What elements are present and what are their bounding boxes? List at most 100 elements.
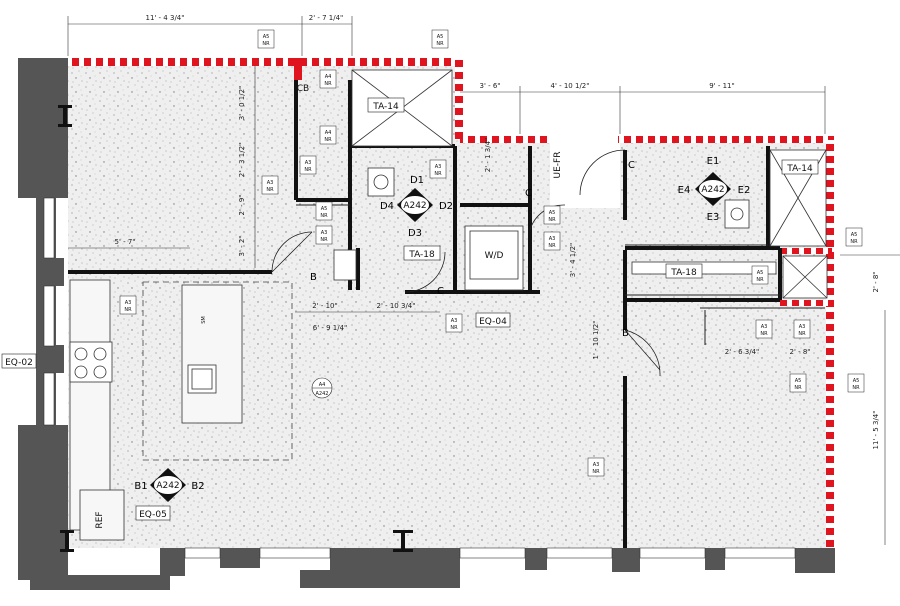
svg-text:NR: NR xyxy=(794,385,802,391)
dimension-lines xyxy=(67,16,900,545)
svg-text:NR: NR xyxy=(320,237,328,243)
svg-text:NR: NR xyxy=(548,217,556,223)
svg-text:A3: A3 xyxy=(593,462,600,468)
svg-text:A3: A3 xyxy=(321,230,328,236)
svg-text:E4: E4 xyxy=(678,185,691,196)
svg-text:6' - 9 1/4": 6' - 9 1/4" xyxy=(313,324,348,332)
svg-text:SM: SM xyxy=(201,316,207,324)
elevation-marker-b: A242 B1 B2 xyxy=(134,468,205,502)
island-dashed xyxy=(142,281,293,461)
door-letters: C C C B B xyxy=(310,160,635,339)
equipment-tags: TA-14 TA-14 TA-18 TA-18 W/D REF CB UE-FR… xyxy=(1,84,819,529)
svg-text:CB: CB xyxy=(297,84,309,94)
svg-text:2' - 10": 2' - 10" xyxy=(312,302,337,310)
svg-text:A5: A5 xyxy=(437,34,444,40)
svg-text:NR: NR xyxy=(760,331,768,337)
svg-text:A242: A242 xyxy=(701,185,724,195)
svg-text:A3: A3 xyxy=(799,324,806,330)
svg-text:B2: B2 xyxy=(191,481,204,492)
svg-text:D4: D4 xyxy=(380,201,394,212)
svg-text:5' - 7": 5' - 7" xyxy=(114,238,135,246)
elevation-marker-d: A242 D1 D2 D3 D4 xyxy=(380,175,453,239)
svg-text:E1: E1 xyxy=(707,156,720,167)
svg-text:A5: A5 xyxy=(549,210,556,216)
svg-text:A3: A3 xyxy=(451,318,458,324)
svg-text:A4: A4 xyxy=(325,74,332,80)
kitchen-sink xyxy=(187,364,217,394)
svg-text:D1: D1 xyxy=(410,175,424,186)
svg-text:NR: NR xyxy=(262,41,270,47)
svg-text:4' - 10 1/2": 4' - 10 1/2" xyxy=(551,82,590,90)
svg-text:A242: A242 xyxy=(316,391,329,397)
svg-text:2' - 8": 2' - 8" xyxy=(872,271,880,292)
svg-text:TA-14: TA-14 xyxy=(786,164,813,174)
svg-text:NR: NR xyxy=(436,41,444,47)
svg-text:2' - 6 3/4": 2' - 6 3/4" xyxy=(725,348,760,356)
svg-text:2' - 7 1/4": 2' - 7 1/4" xyxy=(309,14,344,22)
svg-text:UE-FR: UE-FR xyxy=(553,152,563,179)
svg-text:C: C xyxy=(628,160,635,171)
svg-text:A5: A5 xyxy=(851,232,858,238)
svg-text:A5: A5 xyxy=(795,378,802,384)
svg-text:NR: NR xyxy=(124,307,132,313)
svg-text:D3: D3 xyxy=(408,228,422,239)
svg-text:2' - 1 3/4": 2' - 1 3/4" xyxy=(484,138,492,173)
svg-text:NR: NR xyxy=(798,331,806,337)
svg-text:C: C xyxy=(437,286,444,297)
svg-text:NR: NR xyxy=(324,81,332,87)
svg-text:NR: NR xyxy=(548,243,556,249)
svg-text:TA-18: TA-18 xyxy=(670,268,697,278)
svg-text:TA-14: TA-14 xyxy=(372,102,399,112)
elevation-marker-e: A242 E1 E2 E3 E4 xyxy=(678,156,751,223)
svg-text:C: C xyxy=(525,188,532,199)
wall-type-tags xyxy=(119,29,865,477)
svg-text:A5: A5 xyxy=(757,270,764,276)
svg-text:3' - 4 1/2": 3' - 4 1/2" xyxy=(569,243,577,278)
svg-text:2' - 9": 2' - 9" xyxy=(238,194,246,215)
svg-text:11' - 5 3/4": 11' - 5 3/4" xyxy=(872,411,880,450)
svg-text:A5: A5 xyxy=(853,378,860,384)
doors xyxy=(271,149,661,377)
svg-text:NR: NR xyxy=(320,213,328,219)
window-strips xyxy=(43,197,796,559)
svg-text:NR: NR xyxy=(592,469,600,475)
svg-text:A3: A3 xyxy=(267,180,274,186)
svg-text:A4: A4 xyxy=(319,382,326,388)
svg-text:D2: D2 xyxy=(439,201,453,212)
svg-text:NR: NR xyxy=(450,325,458,331)
svg-text:EQ-05: EQ-05 xyxy=(139,510,167,520)
svg-text:NR: NR xyxy=(850,239,858,245)
svg-text:2' - 8": 2' - 8" xyxy=(789,348,810,356)
svg-text:A3: A3 xyxy=(125,300,132,306)
svg-text:A242: A242 xyxy=(156,481,179,491)
svg-text:A3: A3 xyxy=(549,236,556,242)
svg-text:A5: A5 xyxy=(263,34,270,40)
closet-shelves xyxy=(333,225,777,291)
svg-text:A3: A3 xyxy=(761,324,768,330)
svg-text:A242: A242 xyxy=(403,201,426,211)
room-callout: A4 A242 xyxy=(311,377,333,399)
svg-text:A4: A4 xyxy=(325,130,332,136)
svg-text:W/D: W/D xyxy=(485,251,504,261)
svg-text:2' - 3 1/2": 2' - 3 1/2" xyxy=(238,143,246,178)
svg-text:NR: NR xyxy=(324,137,332,143)
svg-text:A3: A3 xyxy=(435,164,442,170)
svg-text:NR: NR xyxy=(304,167,312,173)
demolition-walls xyxy=(68,58,834,548)
exterior-piers xyxy=(18,58,835,590)
svg-text:11' - 4 3/4": 11' - 4 3/4" xyxy=(146,14,185,22)
svg-text:B1: B1 xyxy=(134,481,147,492)
svg-text:NR: NR xyxy=(756,277,764,283)
svg-text:3' - 2": 3' - 2" xyxy=(238,235,246,256)
svg-text:NR: NR xyxy=(434,171,442,177)
svg-text:TA-18: TA-18 xyxy=(408,250,435,260)
svg-text:E3: E3 xyxy=(707,212,720,223)
kitchen-counters xyxy=(69,279,243,541)
svg-text:EQ-04: EQ-04 xyxy=(479,317,507,327)
svg-text:2' - 10 3/4": 2' - 10 3/4" xyxy=(377,302,416,310)
svg-text:A3: A3 xyxy=(305,160,312,166)
svg-text:9' - 11": 9' - 11" xyxy=(709,82,734,90)
cooktop xyxy=(69,341,113,383)
